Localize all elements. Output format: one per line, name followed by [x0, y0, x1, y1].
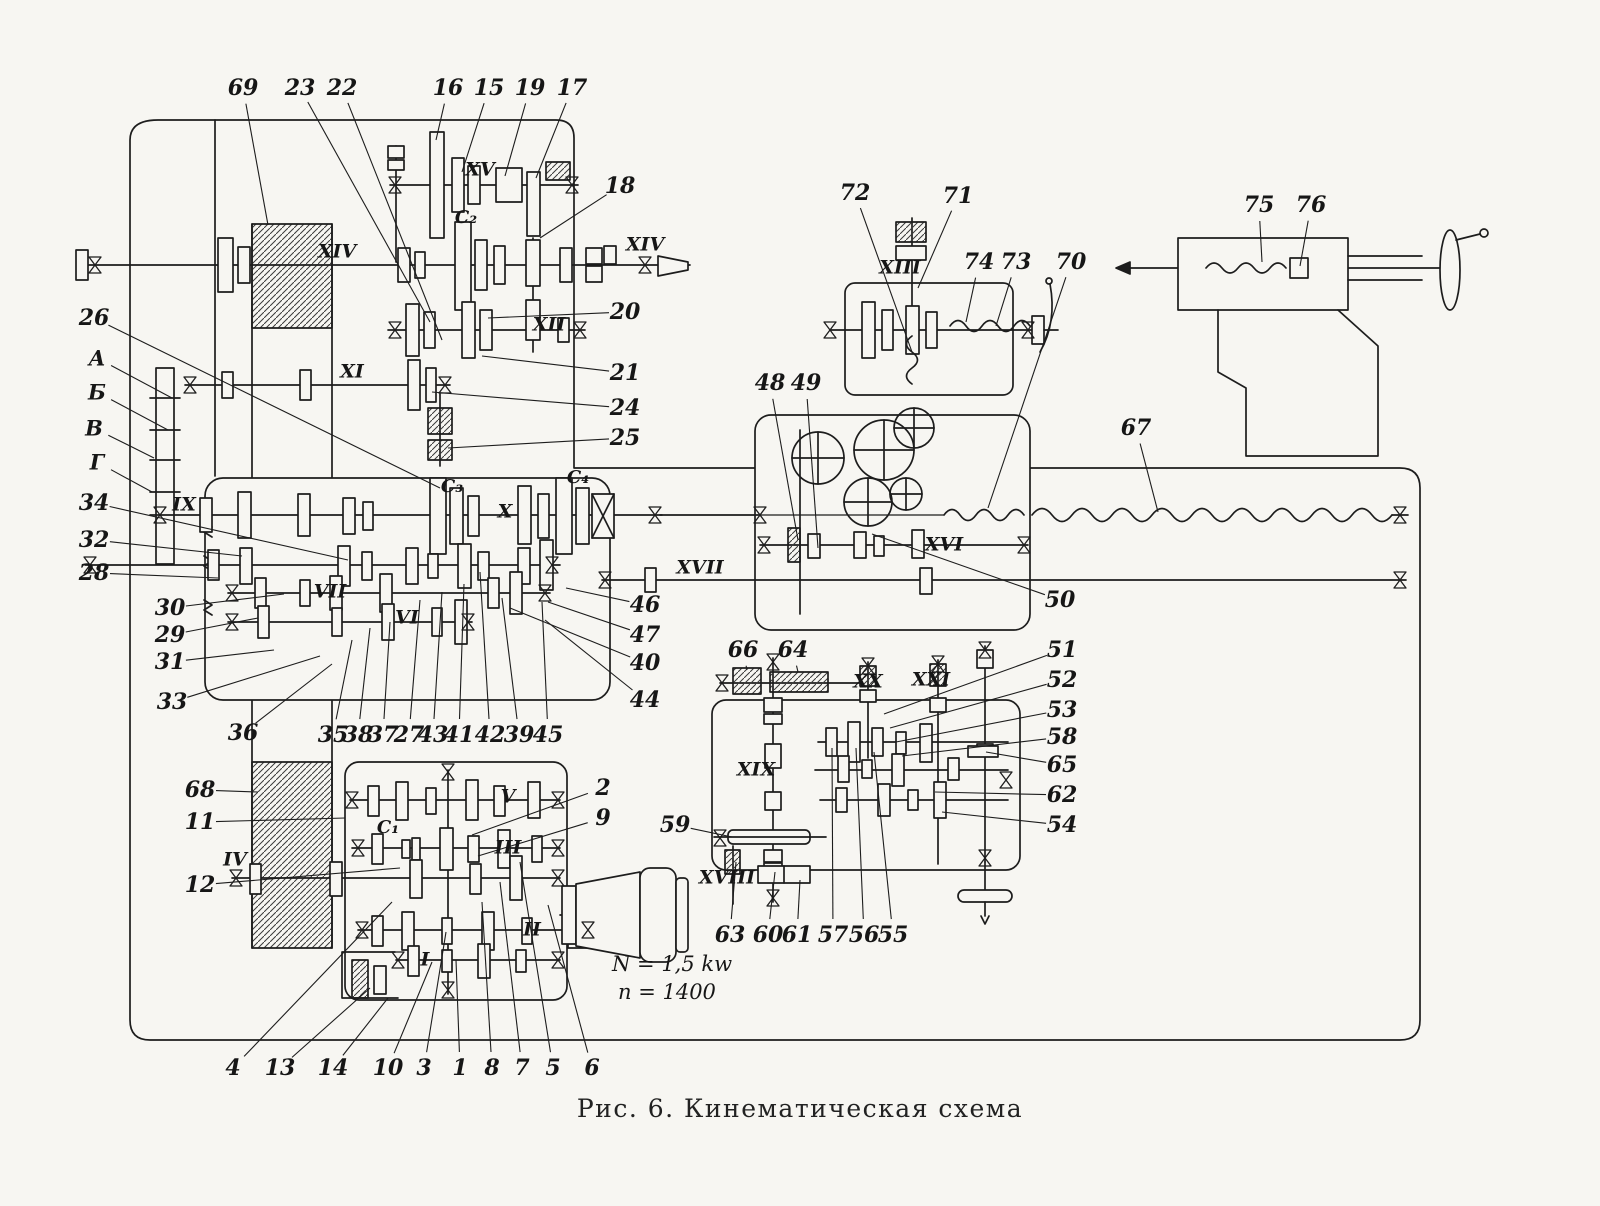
motor — [559, 867, 689, 963]
motor-power-note: N = 1,5 kw — [612, 952, 733, 976]
topright-internals — [829, 217, 1059, 385]
figure-caption: Рис. 6. Кинематическая схема — [576, 1094, 1024, 1123]
tailstock — [1115, 228, 1489, 457]
speedbox-internals — [231, 769, 593, 999]
motor-speed-note: n = 1400 — [618, 980, 716, 1004]
leader-lines — [108, 101, 1309, 1058]
cone-pulley-left — [149, 367, 181, 565]
apron-internals — [757, 407, 1029, 615]
feed-gearbox-internals — [84, 477, 663, 645]
headstock-shafts — [75, 131, 691, 467]
machine-outline — [129, 119, 1421, 1041]
speed-box — [344, 761, 568, 1001]
apron-box — [754, 414, 1031, 631]
